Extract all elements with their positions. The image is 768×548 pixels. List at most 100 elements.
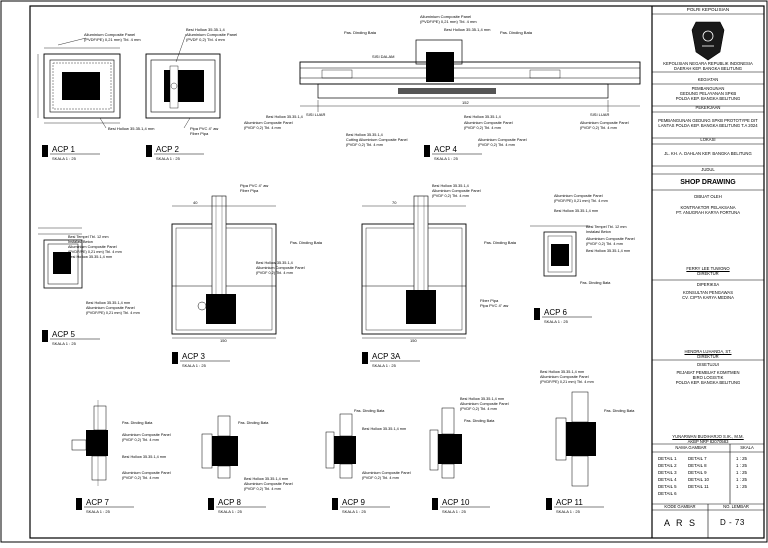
callout-acp3a-fiber: Fiber Pipa xyxy=(480,298,499,303)
callout-acp1-2: (PVDF/PE) 0,21 mm) Tbl. 4 mm xyxy=(84,37,141,42)
callout-acp8-hollow: Besi Hollow 35.35.1,4 mm xyxy=(244,477,288,481)
callout-acp6-besi: Besi Tempel Tbl. 12 mm xyxy=(586,225,627,229)
title-block-lines xyxy=(652,13,764,538)
tb-contractor-role: DIREKTUR xyxy=(697,271,719,276)
detail-acp3a: 150 70 Besi Hollow 35.35.1,4 Alluminium … xyxy=(361,184,517,368)
tb-row-b: DETAIL 8 xyxy=(688,463,707,468)
callout-acp8-acp2: (PVDF 0,2) Tbl. 4 mm xyxy=(244,487,281,491)
tb-location: JL. KH. A. DAHLAN KEP. BANGKA BELITUNG xyxy=(664,151,752,156)
tb-activity-label: KEGIATAN xyxy=(697,77,719,82)
callout-acp9-hollow: Besi Hollow 35.35.1,4 mm xyxy=(362,427,406,431)
scale-acp4: SKALA 1 : 25 xyxy=(434,156,459,161)
callout-acp6-hollow2: Besi Hollow 35.35.1,4 mm xyxy=(586,249,630,253)
dim-acp3-top: 40 xyxy=(193,200,198,205)
tb-row-scale: 1 : 25 xyxy=(736,456,747,461)
callout-acp2-1: Alluminium Composite Panel xyxy=(186,32,237,37)
callout-acp3-acp2: (PVDF 0,2) Tbl. 4 mm xyxy=(256,271,293,275)
callout-acp4-2: (PVDF/PE) 0,21 mm) Tbl. 4 mm xyxy=(420,19,477,24)
tb-row-a: DETAIL 1 xyxy=(658,456,677,461)
callout-acp2-hollow: Besi Hollow 35.35.1,4 xyxy=(186,27,225,32)
tb-contractor-sign: FERRY LEE TUWONO xyxy=(686,266,730,271)
tb-row-a: DETAIL 5 xyxy=(658,484,677,489)
callout-acp5-acp3: Alluminium Composite Panel xyxy=(86,306,135,310)
detail-acp5: Besi Tempel Tbl. 12 mm Instalasi Beton A… xyxy=(38,227,140,346)
callout-acp9-acp2: (PVDF 0,2) Tbl. 4 mm xyxy=(362,476,399,480)
callout-acp6-instalasi: Instalasi Beton xyxy=(586,230,611,234)
label-acp6: ACP 6 xyxy=(544,308,568,317)
callout-acp10-acp1: Alluminium Composite Panel xyxy=(460,402,509,406)
detail-acp8: Pas. Dinding Bata Besi Hollow 35.35.1,4 … xyxy=(201,415,293,514)
callout-acp8-acp1: Alluminium Composite Panel xyxy=(244,482,293,486)
scale-acp7: SKALA 1 : 25 xyxy=(86,509,111,514)
callout-acp4-acp-rr1: Alluminium Composite Panel xyxy=(580,121,629,125)
tb-header-name: NAMA GAMBAR xyxy=(675,445,707,450)
label-acp4: ACP 4 xyxy=(434,145,458,154)
callout-acp4-acp-r2: (PVDF 0,2) Tbl. 4 mm xyxy=(464,126,501,130)
detail-acp2: Besi Hollow 35.35.1,4 Alluminium Composi… xyxy=(145,27,237,161)
callout-acp6-acp2: (PVDF/PE) 0,21 mm) Tbl. 4 mm xyxy=(554,199,608,203)
label-acp7: ACP 7 xyxy=(86,498,110,507)
callout-acp11-acp1: Alluminium Composite Panel xyxy=(540,375,589,379)
tb-consultant-role: DIREKTUR xyxy=(697,354,719,359)
callout-acp11-hollow: Besi Hollow 35.35.1,4 mm xyxy=(540,370,584,374)
callout-acp9-acp1: Alluminium Composite Panel xyxy=(362,471,411,475)
callout-acp2-fiber: Fiber Pipa xyxy=(190,131,209,136)
tb-approver-id: AKBP NRP 82070583 xyxy=(687,439,729,444)
scale-acp1: SKALA 1 : 25 xyxy=(52,156,77,161)
scale-acp3a: SKALA 1 : 25 xyxy=(372,363,397,368)
callout-acp3-fiber: Fiber Pipa xyxy=(240,188,259,193)
detail-acp1: Alluminium Composite Panel (PVDF/PE) 0,2… xyxy=(37,32,155,161)
callout-acp6-acp1: Alluminium Composite Panel xyxy=(554,194,603,198)
callout-acp6-hollow: Besi Hollow 35.35.1,4 mm xyxy=(554,209,598,213)
scale-acp2: SKALA 1 : 25 xyxy=(156,156,181,161)
tb-checked-label: DIPERIKSA xyxy=(696,282,720,287)
callout-acp5-hollow: Besi Hollow 35.35.1,4 mm xyxy=(68,255,112,259)
police-emblem-logo xyxy=(691,21,725,61)
tb-contractor: KONTRAKTOR PELAKSANA xyxy=(680,205,736,210)
tb-consultant-sign: HENDRA LUHANDA, ST. xyxy=(684,349,732,354)
callout-acp7-hollow: Besi Hollow 35.35.1,4 mm xyxy=(122,455,166,459)
tb-approver-region: POLDA KEP. BANGKA BELITUNG xyxy=(675,380,741,385)
dim-acp4: 152 xyxy=(462,100,469,105)
callout-acp3a-hollow: Besi Hollow 35.35.1,4 xyxy=(432,184,469,188)
tb-approver: PEJABAT PEMBUAT KOMITMEN xyxy=(676,370,740,375)
callout-acp8-pas: Pas. Dinding Bata xyxy=(238,421,269,425)
tb-row-scale: 1 : 25 xyxy=(736,470,747,475)
tb-drawing-title: SHOP DRAWING xyxy=(680,179,736,186)
callout-acp7-pas: Pas. Dinding Bata xyxy=(122,421,153,425)
callout-acp10-pas: Pas. Dinding Bata xyxy=(464,419,495,423)
tb-activity-2: GEDUNG PELAYANAN SPKB xyxy=(679,91,737,96)
tb-row-scale: 1 : 25 xyxy=(736,477,747,482)
callout-acp4-sisi-luar-l: SISI LUAR xyxy=(306,112,325,117)
label-acp11: ACP 11 xyxy=(556,498,583,507)
tb-work: PEMBANGUNAN GEDUNG SPKB PROTOTYPE DIT xyxy=(658,118,758,123)
tb-row-a: DETAIL 2 xyxy=(658,463,677,468)
tb-row-a: DETAIL 4 xyxy=(658,477,677,482)
tb-work-label: PEKERJAAN xyxy=(695,105,721,110)
callout-acp4-acp-l1: Alluminium Composite Panel xyxy=(244,121,293,125)
label-acp1: ACP 1 xyxy=(52,145,76,154)
callout-acp4-acp-r1: Alluminium Composite Panel xyxy=(464,121,513,125)
scale-acp3: SKALA 1 : 25 xyxy=(182,363,207,368)
tb-location-label: LOKASI xyxy=(700,137,716,142)
callout-acp4-1: Alluminium Composite Panel xyxy=(420,14,471,19)
callout-acp6-acp4: (PVDF 0,2) Tbl. 4 mm xyxy=(586,242,623,246)
callout-acp7-acp4: (PVDF 0,2) Tbl. 4 mm xyxy=(122,476,159,480)
label-acp3: ACP 3 xyxy=(182,352,206,361)
callout-acp5-besi-tempel: Besi Tempel Tbl. 12 mm xyxy=(68,235,109,239)
scale-acp8: SKALA 1 : 25 xyxy=(218,509,243,514)
label-acp3a: ACP 3A xyxy=(372,352,401,361)
dim-acp3: 150 xyxy=(220,338,227,343)
detail-acp10: Besi Hollow 35.35.1,4 mm Alluminium Comp… xyxy=(429,397,509,514)
tb-row-b: DETAIL 9 xyxy=(688,470,707,475)
callout-acp9-pas: Pas. Dinding Bata xyxy=(354,409,385,413)
tb-row-b: DETAIL 10 xyxy=(688,477,709,482)
scale-acp11: SKALA 1 : 25 xyxy=(556,509,581,514)
scale-acp10: SKALA 1 : 25 xyxy=(442,509,467,514)
callout-acp3a-acp1: Alluminium Composite Panel xyxy=(432,189,481,193)
callout-acp1-1: Alluminium Composite Panel xyxy=(84,32,135,37)
callout-acp3a-pipa: Pipa PVC 4" aw xyxy=(480,303,508,308)
callout-acp7-acp2: (PVDF 0,2) Tbl. 4 mm xyxy=(122,438,159,442)
callout-acp3a-pas: Pas. Dinding Bata xyxy=(484,240,517,245)
